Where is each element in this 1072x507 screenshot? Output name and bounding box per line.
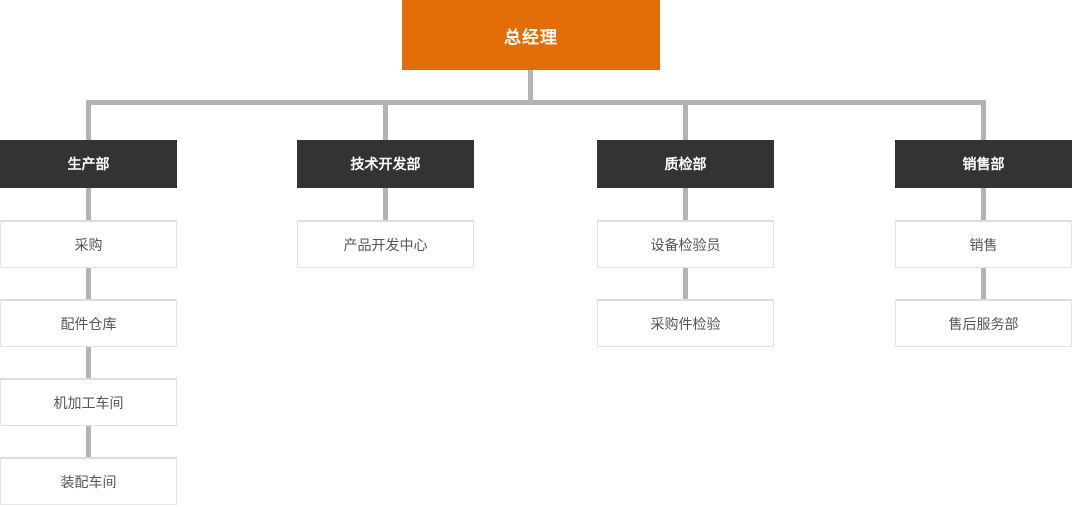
connector-drop-production <box>86 100 91 140</box>
connector-tech-product-dev <box>383 188 388 220</box>
connector-machining-assembly <box>86 426 91 457</box>
node-product-dev-center[interactable]: 产品开发中心 <box>297 220 474 268</box>
node-dept-sales[interactable]: 销售部 <box>895 140 1072 188</box>
node-procurement[interactable]: 采购 <box>0 220 177 268</box>
connector-production-procurement <box>86 188 91 220</box>
connector-drop-tech <box>383 100 388 140</box>
node-sales[interactable]: 销售 <box>895 220 1072 268</box>
connector-procurement-warehouse <box>86 268 91 299</box>
connector-quality-equipment <box>683 188 688 220</box>
node-purchased-parts-inspection[interactable]: 采购件检验 <box>597 299 774 347</box>
node-dept-quality[interactable]: 质检部 <box>597 140 774 188</box>
connector-drop-quality <box>683 100 688 140</box>
node-after-sales-service[interactable]: 售后服务部 <box>895 299 1072 347</box>
connector-equipment-purchased-parts <box>683 268 688 299</box>
connector-horizontal-rail <box>86 100 986 105</box>
node-parts-warehouse[interactable]: 配件仓库 <box>0 299 177 347</box>
node-general-manager[interactable]: 总经理 <box>402 0 660 70</box>
connector-root-stem <box>528 70 533 101</box>
node-equipment-inspector[interactable]: 设备检验员 <box>597 220 774 268</box>
node-assembly-workshop[interactable]: 装配车间 <box>0 457 177 505</box>
connector-sales-dept-sales <box>981 188 986 220</box>
node-dept-production[interactable]: 生产部 <box>0 140 177 188</box>
connector-warehouse-machining <box>86 347 91 378</box>
node-machining-workshop[interactable]: 机加工车间 <box>0 378 177 426</box>
node-dept-tech-development[interactable]: 技术开发部 <box>297 140 474 188</box>
connector-drop-sales <box>981 100 986 140</box>
connector-sales-after-sales <box>981 268 986 299</box>
